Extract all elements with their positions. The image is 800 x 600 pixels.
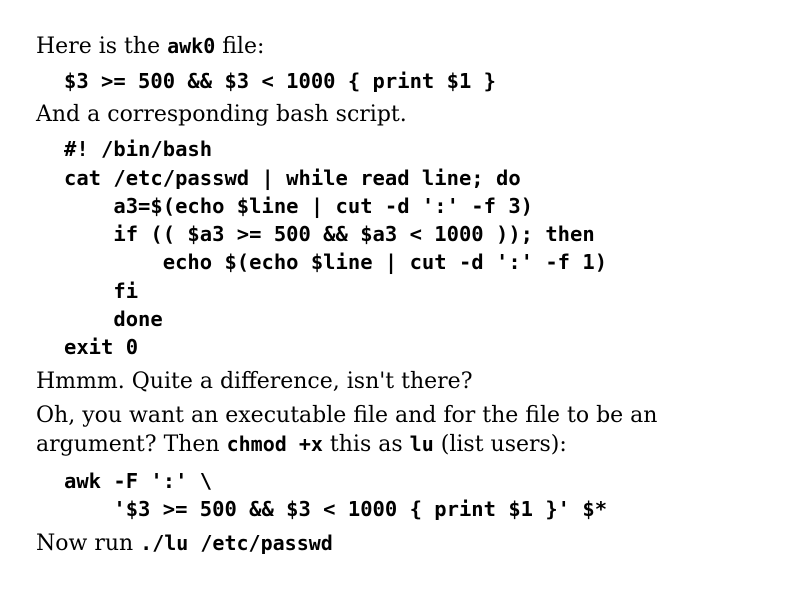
code-line: cat /etc/passwd | while read line; do <box>64 165 521 190</box>
intro-text: Here is the <box>36 34 168 59</box>
code-line: awk -F ':' \ <box>64 468 213 493</box>
awk0-filename: awk0 <box>167 34 216 58</box>
intro-text-end: file: <box>215 34 265 59</box>
code-line: '$3 >= 500 && $3 < 1000 { print $1 }' $* <box>64 496 608 521</box>
bash-script-block: #! /bin/bash cat /etc/passwd | while rea… <box>36 135 776 361</box>
run-text: Now run <box>36 531 141 557</box>
code-line: fi <box>64 278 139 303</box>
lu-code-block: awk -F ':' \ '$3 >= 500 && $3 < 1000 { p… <box>36 467 776 524</box>
code-line: echo $(echo $line | cut -d ':' -f 1) <box>64 250 608 275</box>
code-line: done <box>64 307 163 332</box>
exec-text-line1: Oh, you want an executable file and for … <box>36 402 658 428</box>
remark-paragraph: Hmmm. Quite a difference, isn't there? <box>36 368 473 394</box>
document-body: Here is the awk0 file: $3 >= 500 && $3 <… <box>36 32 776 558</box>
bash-intro-paragraph: And a corresponding bash script. <box>36 102 407 128</box>
code-line: exit 0 <box>64 335 139 360</box>
code-line: if (( $a3 >= 500 && $a3 < 1000 )); then <box>64 222 595 247</box>
exec-text-before: argument? Then <box>36 431 227 457</box>
executable-paragraph: Oh, you want an executable file and for … <box>36 402 776 459</box>
awk0-code-line: $3 >= 500 && $3 < 1000 { print $1 } <box>64 69 496 93</box>
exec-text-middle: this as <box>322 431 410 457</box>
chmod-command: chmod +x <box>226 431 323 456</box>
run-paragraph: Now run ./lu /etc/passwd <box>36 529 776 558</box>
lu-filename: lu <box>409 431 434 456</box>
intro-paragraph: Here is the awk0 file: <box>36 32 776 61</box>
run-command: ./lu /etc/passwd <box>140 531 333 556</box>
awk0-code-block: $3 >= 500 && $3 < 1000 { print $1 } <box>36 67 776 95</box>
code-line: a3=$(echo $line | cut -d ':' -f 3) <box>64 193 533 218</box>
code-line: #! /bin/bash <box>64 137 213 162</box>
exec-text-after: (list users): <box>433 431 567 457</box>
